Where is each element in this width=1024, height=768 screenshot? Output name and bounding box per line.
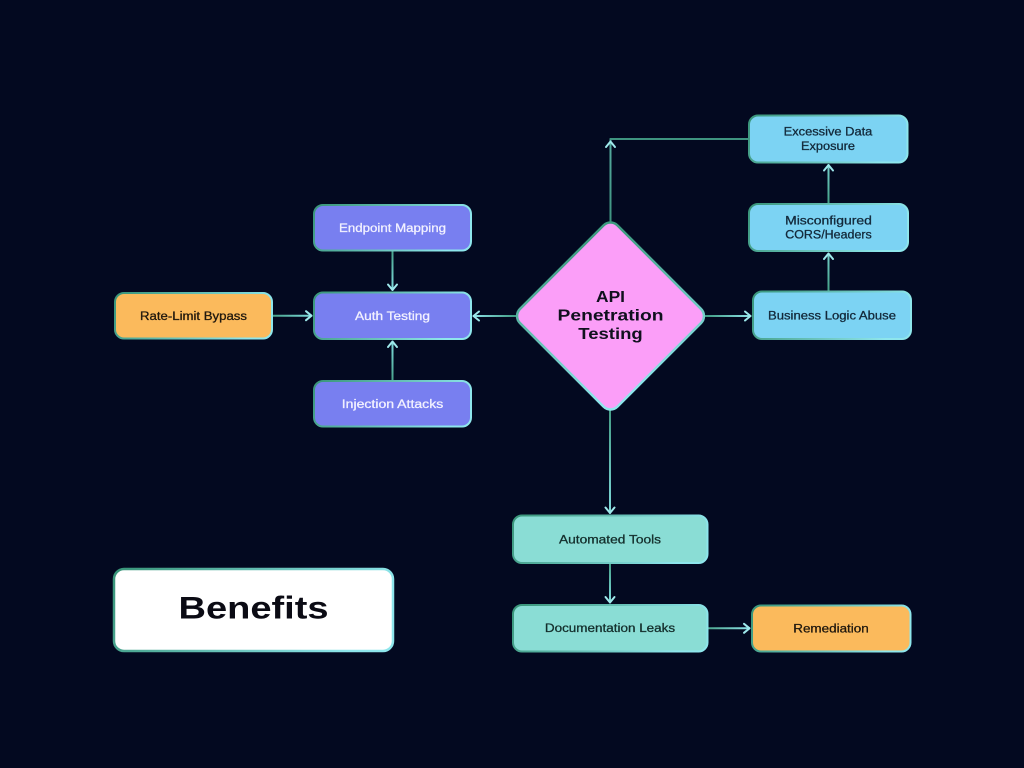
svg-text:Injection Attacks: Injection Attacks <box>342 397 444 411</box>
svg-text:Testing: Testing <box>578 326 643 343</box>
svg-text:Penetration: Penetration <box>558 308 664 325</box>
svg-text:Remediation: Remediation <box>793 622 869 636</box>
svg-text:Misconfigured: Misconfigured <box>785 213 872 227</box>
svg-text:API: API <box>596 289 625 306</box>
svg-text:Business Logic Abuse: Business Logic Abuse <box>768 309 896 323</box>
svg-text:Documentation Leaks: Documentation Leaks <box>545 621 675 635</box>
svg-text:Endpoint Mapping: Endpoint Mapping <box>339 221 446 235</box>
svg-text:CORS/Headers: CORS/Headers <box>785 228 872 242</box>
svg-text:Automated Tools: Automated Tools <box>559 533 661 547</box>
svg-text:Rate-Limit Bypass: Rate-Limit Bypass <box>140 309 247 323</box>
svg-text:Excessive Data: Excessive Data <box>784 125 873 139</box>
svg-text:Exposure: Exposure <box>801 139 855 153</box>
svg-text:Benefits: Benefits <box>179 590 329 626</box>
svg-text:Auth Testing: Auth Testing <box>355 309 430 323</box>
